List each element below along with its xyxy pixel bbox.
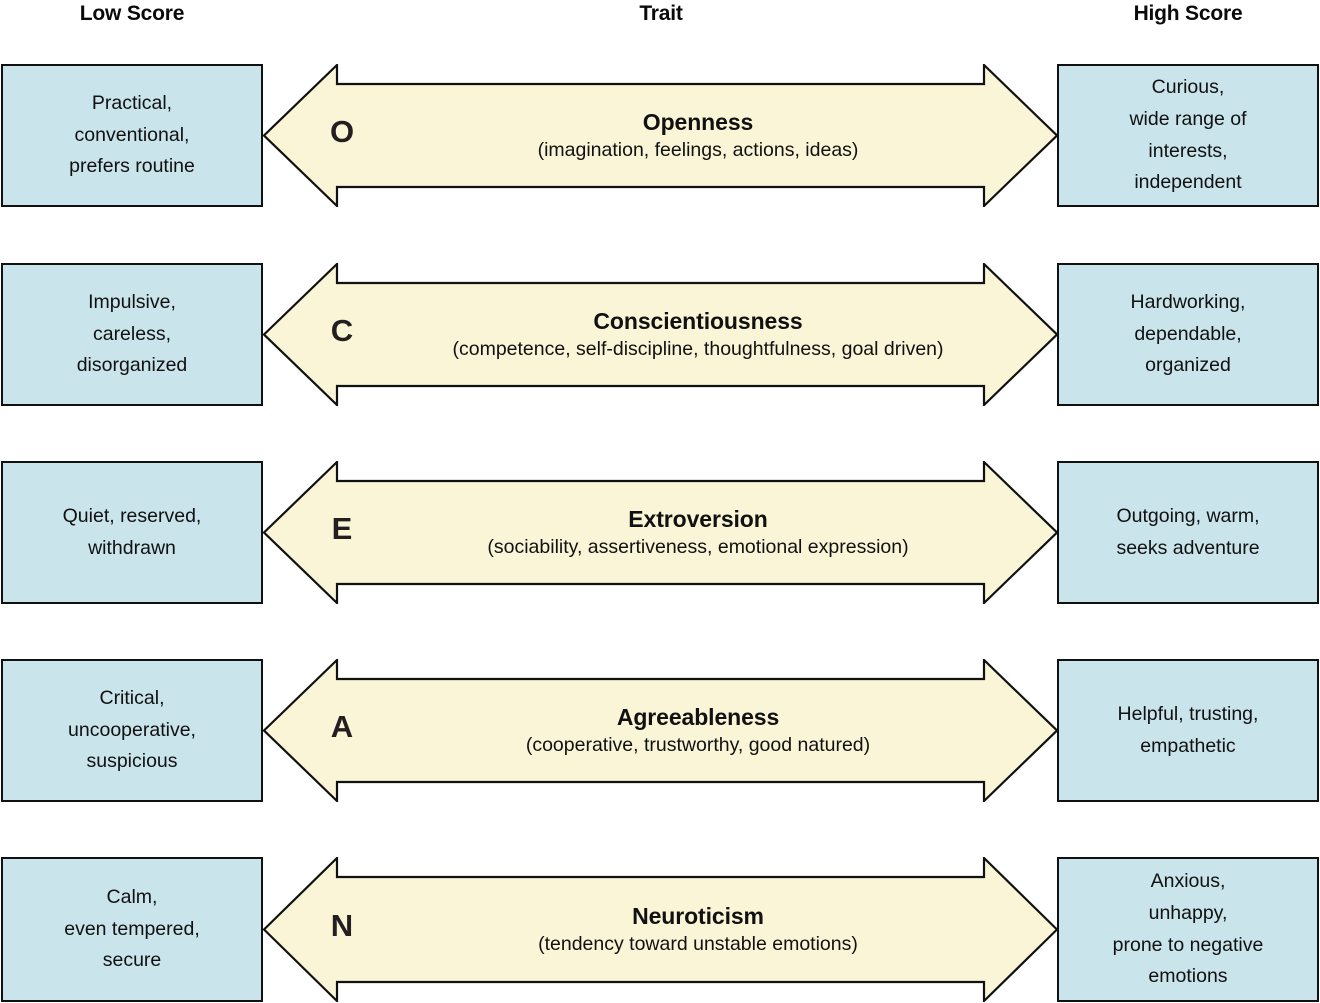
trait-facets: (tendency toward unstable emotions) (538, 932, 858, 955)
column-header-trait: Trait (639, 2, 683, 25)
low-score-box: Critical,uncooperative,suspicious (1, 659, 263, 802)
low-score-box: Calm,even tempered,secure (1, 857, 263, 1002)
trait-row: Quiet, reserved,withdrawn E Extroversion (s… (0, 461, 1320, 604)
low-score-box: Practical,conventional,prefers routine (1, 64, 263, 207)
trait-facets: (competence, self-discipline, thoughtful… (452, 337, 944, 360)
low-score-text: Critical,uncooperative,suspicious (68, 687, 196, 773)
trait-label-group: Neuroticism (tendency toward unstable emo… (345, 902, 1051, 957)
high-score-box: Hardworking,dependable,organized (1057, 263, 1319, 406)
low-score-text: Calm,even tempered,secure (64, 886, 200, 972)
trait-arrow: O Openness (imagination, feelings, actions… (263, 64, 1058, 207)
trait-label-group: Conscientiousness (competence, self-disci… (345, 307, 1051, 362)
high-score-text: Outgoing, warm,seeks adventure (1116, 504, 1260, 559)
high-score-box: Helpful, trusting,empathetic (1057, 659, 1319, 802)
trait-arrow: C Conscientiousness (competence, self-disc… (263, 263, 1058, 406)
trait-label-group: Agreeableness (cooperative, trustworthy, … (345, 703, 1051, 758)
low-score-text: Impulsive,careless,disorganized (76, 291, 188, 377)
trait-name: Openness (642, 108, 754, 135)
low-score-text: Practical,conventional,prefers routine (69, 92, 195, 178)
trait-label-group: Openness (imagination, feelings, actions,… (345, 108, 1051, 163)
trait-letter: N (330, 907, 354, 943)
low-score-box: Impulsive,careless,disorganized (1, 263, 263, 406)
low-score-box: Quiet, reserved,withdrawn (1, 461, 263, 604)
high-score-box: Outgoing, warm,seeks adventure (1057, 461, 1319, 604)
high-score-text: Hardworking,dependable,organized (1130, 291, 1246, 377)
trait-name: Extroversion (628, 505, 768, 532)
low-score-text: Quiet, reserved,withdrawn (62, 504, 202, 559)
trait-name: Neuroticism (632, 902, 764, 929)
trait-facets: (sociability, assertiveness, emotional e… (487, 535, 909, 558)
trait-name: Agreeableness (616, 703, 780, 730)
trait-letter: E (331, 510, 353, 546)
trait-arrow: N Neuroticism (tendency toward unstable em… (263, 857, 1058, 1002)
trait-arrow: A Agreeableness (cooperative, trustworthy,… (263, 659, 1058, 802)
trait-arrow: E Extroversion (sociability, assertiveness… (263, 461, 1058, 604)
trait-letter: A (330, 708, 354, 744)
trait-facets: (cooperative, trustworthy, good natured) (525, 733, 871, 756)
trait-label-group: Extroversion (sociability, assertiveness,… (345, 505, 1051, 560)
high-score-text: Helpful, trusting,empathetic (1117, 702, 1259, 757)
trait-letter: O (329, 113, 355, 149)
trait-letter: C (330, 312, 354, 348)
trait-facets: (imagination, feelings, actions, ideas) (537, 138, 859, 161)
trait-name: Conscientiousness (593, 307, 803, 334)
column-header-high-score: High Score (1133, 2, 1243, 25)
column-header-low-score: Low Score (79, 2, 185, 25)
trait-row: Calm,even tempered,secure N Neuroticism (te… (0, 857, 1320, 1002)
